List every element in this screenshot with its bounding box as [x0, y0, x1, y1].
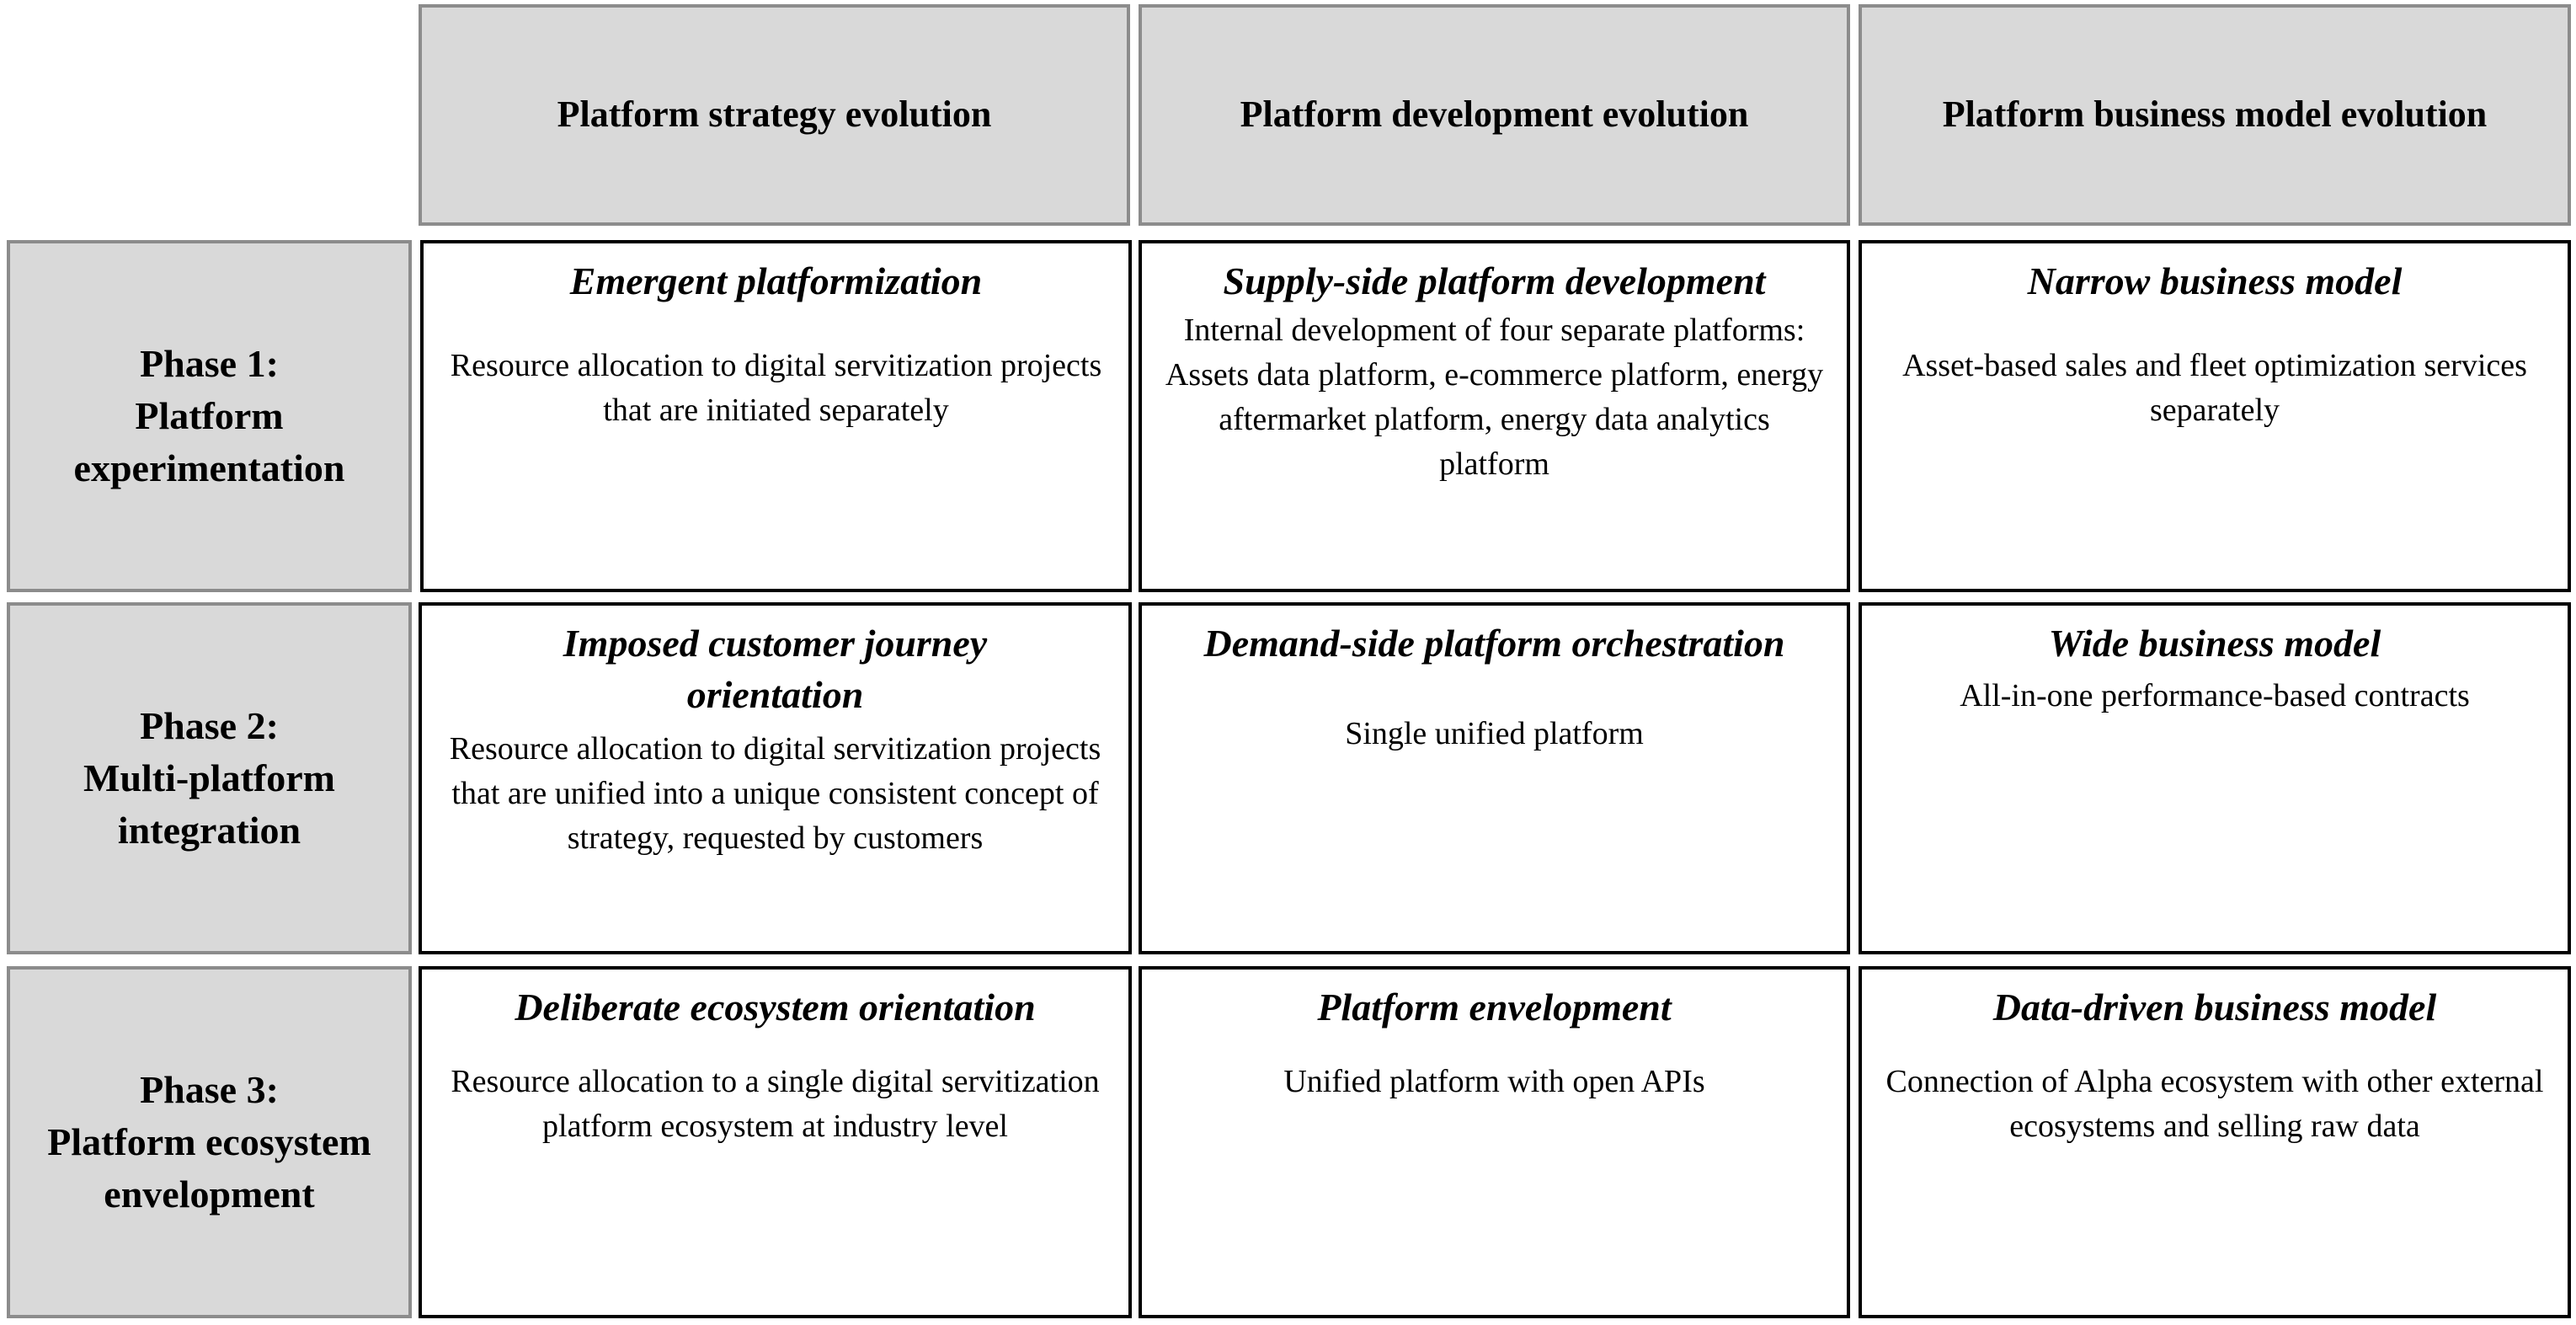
- phase-1-label-line2: Platform: [135, 394, 284, 437]
- cell-description: Internal development of four separate pl…: [1165, 313, 1824, 482]
- phase-3-label-line3: envelopment: [104, 1173, 315, 1215]
- cell-title: Data-driven business model: [1992, 986, 2437, 1028]
- cell-title: Supply-side platform development: [1223, 259, 1766, 302]
- column-header-development: Platform development evolution: [1139, 4, 1850, 226]
- cell-phase-1-development: Supply-side platform development Interna…: [1139, 240, 1850, 592]
- cell-phase-1-strategy: Emergent platformization Resource alloca…: [420, 240, 1132, 592]
- row-header-phase-1: Phase 1: Platform experimentation: [7, 240, 412, 592]
- cell-title: Narrow business model: [2027, 259, 2403, 302]
- phase-1-label-line3: experimentation: [73, 446, 345, 489]
- column-header-business-model-label: Platform business model evolution: [1942, 93, 2488, 136]
- cell-phase-1-business-model: Narrow business model Asset-based sales …: [1859, 240, 2571, 592]
- cell-title: Deliberate ecosystem orientation: [515, 986, 1036, 1028]
- cell-phase-3-development: Platform envelopment Unified platform wi…: [1139, 966, 1850, 1318]
- cell-description: Connection of Alpha ecosystem with other…: [1885, 1064, 2544, 1144]
- cell-phase-2-business-model: Wide business model All-in-one performan…: [1859, 602, 2571, 954]
- cell-description: Resource allocation to a single digital …: [451, 1064, 1100, 1144]
- phase-2-label-line2: Multi-platform: [83, 756, 335, 799]
- column-header-business-model: Platform business model evolution: [1859, 4, 2571, 226]
- cell-title: Wide business model: [2048, 622, 2381, 665]
- column-header-strategy-label: Platform strategy evolution: [557, 93, 992, 136]
- row-header-phase-3: Phase 3: Platform ecosystem envelopment: [7, 966, 412, 1318]
- phase-2-label-line1: Phase 2:: [140, 704, 279, 747]
- cell-description: Resource allocation to digital servitiza…: [449, 731, 1101, 856]
- cell-phase-3-business-model: Data-driven business model Connection of…: [1859, 966, 2571, 1318]
- row-header-phase-2: Phase 2: Multi-platform integration: [7, 602, 412, 954]
- cell-phase-2-development: Demand-side platform orchestration Singl…: [1139, 602, 1850, 954]
- phase-1-label-line1: Phase 1:: [140, 342, 279, 385]
- cell-description: Unified platform with open APIs: [1283, 1064, 1705, 1099]
- phase-3-label-line2: Platform ecosystem: [47, 1120, 371, 1163]
- column-header-development-label: Platform development evolution: [1240, 93, 1749, 136]
- cell-title: Imposed customer journey orientation: [563, 622, 988, 716]
- cell-description: Asset-based sales and fleet optimization…: [1902, 348, 2527, 428]
- cell-title: Emergent platformization: [569, 259, 983, 302]
- cell-phase-3-strategy: Deliberate ecosystem orientation Resourc…: [419, 966, 1132, 1318]
- column-header-strategy: Platform strategy evolution: [419, 4, 1130, 226]
- cell-title: Platform envelopment: [1317, 986, 1672, 1028]
- cell-phase-2-strategy: Imposed customer journey orientation Res…: [419, 602, 1132, 954]
- cell-description: Single unified platform: [1345, 716, 1644, 751]
- cell-title: Demand-side platform orchestration: [1203, 622, 1785, 665]
- phase-3-label-line1: Phase 3:: [140, 1068, 279, 1111]
- cell-description: All-in-one performance-based contracts: [1960, 678, 2470, 713]
- phase-2-label-line3: integration: [117, 809, 301, 852]
- cell-description: Resource allocation to digital servitiza…: [450, 348, 1102, 428]
